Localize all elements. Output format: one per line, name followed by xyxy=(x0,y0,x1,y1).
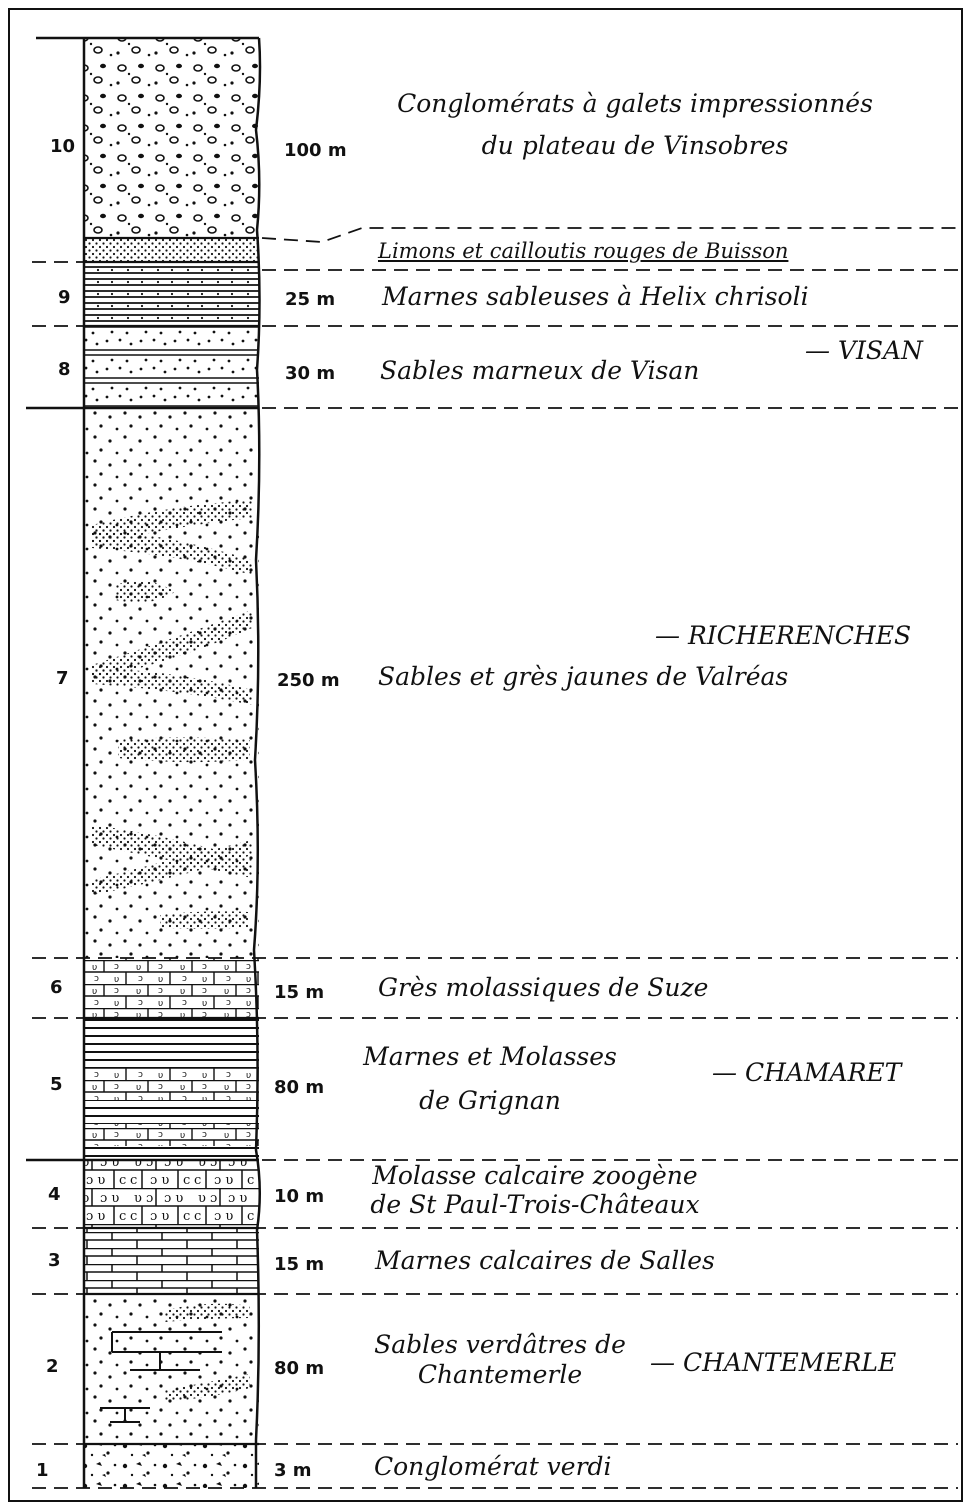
layer-fills xyxy=(84,38,259,1488)
layer-2-lens-2 xyxy=(165,1374,250,1402)
unit-10-description-line-1: Conglomérats à galets impressionnés xyxy=(397,89,873,118)
unit-8-description: Sables marneux de Visan xyxy=(380,356,700,385)
unit-4-description-line-2: de St Paul-Trois-Châteaux xyxy=(370,1189,700,1219)
unit-5-thickness: 80 m xyxy=(274,1077,325,1098)
layer-10-fill xyxy=(84,38,259,238)
locality-visan: — VISAN xyxy=(805,336,923,365)
unit-2-thickness: 80 m xyxy=(274,1358,325,1379)
unit-1-description: Conglomérat verdi xyxy=(374,1452,612,1481)
unit-1-thickness: 3 m xyxy=(274,1460,312,1481)
layer-3-fill xyxy=(84,1228,259,1294)
unit-9-thickness: 25 m xyxy=(285,289,336,310)
layer-5-molasse-band-2 xyxy=(84,1124,259,1146)
unit-5-description-line-2: de Grignan xyxy=(419,1086,561,1115)
unit-2-description-line-2: Chantemerle xyxy=(417,1359,583,1389)
layer-7-sand-lenses xyxy=(92,500,252,929)
unit-10-description-line-2: du plateau de Vinsobres xyxy=(481,131,789,160)
unit-8-thickness: 30 m xyxy=(285,363,336,384)
layer-6-fill xyxy=(84,958,259,1018)
unit-5-description-line-1: Marnes et Molasses xyxy=(363,1042,617,1071)
unit-10-thickness: 100 m xyxy=(284,140,347,161)
layer-9-fill xyxy=(84,262,259,326)
unit-4-description-line-1: Molasse calcaire zoogène xyxy=(372,1161,698,1190)
unit-3-description: Marnes calcaires de Salles xyxy=(375,1246,715,1275)
unit-9-number: 9 xyxy=(58,287,71,308)
layer-1-fill xyxy=(84,1444,259,1488)
unit-4-thickness: 10 m xyxy=(274,1186,325,1207)
column-outline xyxy=(82,37,262,1488)
unit-7-number: 7 xyxy=(56,668,69,689)
unit-2-description-line-1: Sables verdâtres de xyxy=(374,1330,626,1359)
unit-6-number: 6 xyxy=(50,977,63,998)
layer-5-molasse-band-1 xyxy=(84,1068,259,1100)
layer-2-details xyxy=(100,1331,222,1423)
unit-6-thickness: 15 m xyxy=(274,982,325,1003)
unit-1-number: 1 xyxy=(36,1460,49,1481)
figure-frame xyxy=(8,8,963,1502)
unit-7-description: Sables et grès jaunes de Valréas xyxy=(378,662,789,691)
unit-10-description: Conglomérats à galets impressionnés du p… xyxy=(365,88,905,162)
unit-4-number: 4 xyxy=(48,1184,61,1205)
unit-7-thickness: 250 m xyxy=(277,670,340,691)
locality-chantemerle: — CHANTEMERLE xyxy=(650,1348,897,1377)
unit-5-description: Marnes et Molasses de Grignan xyxy=(360,1041,620,1117)
layer-buisson-fill xyxy=(84,238,259,262)
solid-contacts xyxy=(26,36,259,1162)
unit-8-number: 8 xyxy=(58,359,71,380)
layer-2-lens-1 xyxy=(165,1303,250,1322)
unit-3-thickness: 15 m xyxy=(274,1254,325,1275)
unit-10-number: 10 xyxy=(50,136,76,157)
locality-chamaret: — CHAMARET xyxy=(712,1058,902,1087)
unit-3-number: 3 xyxy=(48,1250,61,1271)
unit-2-number: 2 xyxy=(46,1356,59,1377)
buisson-description: Limons et cailloutis rouges de Buisson xyxy=(378,239,789,263)
unit-5-number: 5 xyxy=(50,1074,63,1095)
locality-richerenches: — RICHERENCHES xyxy=(655,621,912,650)
unit-6-description: Grès molassiques de Suze xyxy=(378,973,709,1002)
unit-4-description: Molasse calcaire zoogène de St Paul-Troi… xyxy=(350,1161,720,1220)
layer-4-fill xyxy=(84,1160,259,1228)
layer-8-fill xyxy=(84,326,259,408)
dashed-boundaries xyxy=(32,227,958,1489)
unit-2-description: Sables verdâtres de Chantemerle xyxy=(360,1330,640,1389)
unit-9-description: Marnes sableuses à Helix chrisoli xyxy=(382,282,809,311)
